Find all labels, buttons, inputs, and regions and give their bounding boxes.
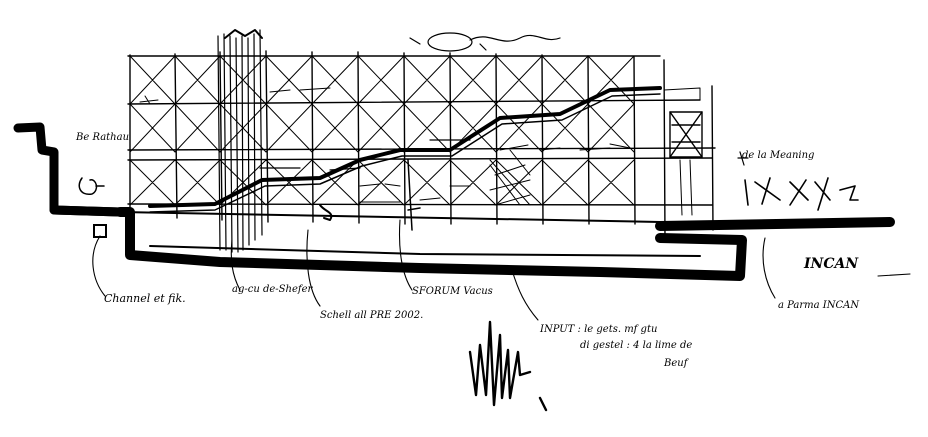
note-right-bottom: a Parma INCAN	[778, 300, 860, 311]
signature	[468, 320, 548, 412]
frame-columns	[129, 50, 714, 239]
roof-scribbles	[409, 32, 561, 52]
note-center-c: SFORUM Vacus	[412, 286, 493, 297]
right-tower	[663, 87, 703, 216]
note-center-a: ag-cu de-Shefer	[232, 284, 313, 295]
note-left-top: Be Rathau	[75, 132, 129, 143]
right-scribble	[737, 151, 859, 211]
note-center-b: Schell all PRE 2002.	[320, 310, 423, 321]
leader-lines	[92, 219, 911, 321]
service-shaft	[217, 29, 263, 253]
ground-profile	[13, 122, 895, 281]
note-right-mid: INCAN	[803, 256, 859, 272]
note-left-bottom: Channel et fik.	[104, 292, 186, 305]
note-right-top: de la Meaning	[742, 150, 814, 161]
note-center-d: INPUT : le gets. mf gtu	[539, 324, 657, 335]
cross-bracing	[129, 55, 635, 206]
floor-scribbles	[139, 87, 631, 231]
frame-floors	[127, 55, 716, 206]
stair-hatch	[489, 144, 531, 206]
left-scribble	[78, 177, 105, 195]
note-center-e: di gestel : 4 la lime de	[580, 340, 692, 351]
note-center-f: Beuf	[663, 358, 690, 369]
escalator-tube	[148, 86, 662, 213]
